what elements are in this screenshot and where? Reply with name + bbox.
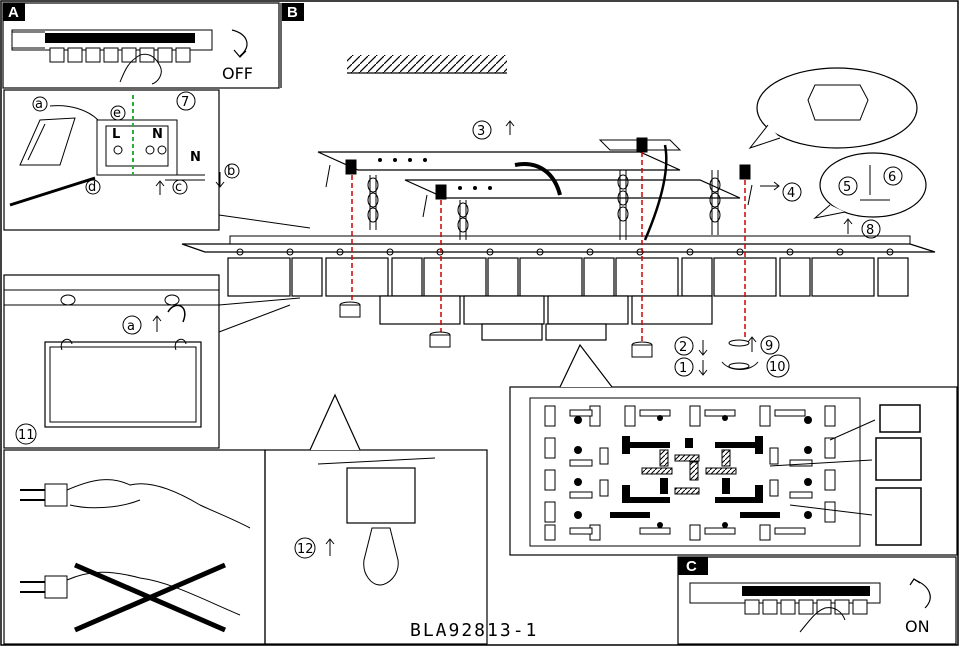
hanger-step-label: 11 bbox=[18, 428, 35, 443]
panel-b-tab-label: B bbox=[287, 4, 298, 21]
wiring-label-e: e bbox=[113, 106, 121, 121]
bulb-icon bbox=[363, 527, 399, 586]
panel-a-switch-off: A OFF bbox=[2, 2, 280, 89]
crystal-layout-panel bbox=[509, 343, 958, 556]
step-5-label: 5 bbox=[843, 180, 851, 195]
step-8-label: 8 bbox=[866, 223, 874, 238]
plug-icon bbox=[20, 489, 45, 501]
step-3-label: 3 bbox=[477, 124, 485, 139]
cross-icon bbox=[74, 562, 226, 633]
alignment-guide-lines bbox=[351, 152, 746, 345]
lamp-shade-icon bbox=[346, 467, 416, 524]
panel-a-tab-label: A bbox=[8, 4, 19, 21]
ceiling-icon bbox=[347, 55, 507, 74]
step-10-label: 10 bbox=[769, 360, 786, 375]
panel-hanging-detail: a 11 bbox=[3, 274, 220, 449]
wire-label-neutral: N bbox=[152, 127, 163, 142]
wire-label-neutral-2: N bbox=[190, 150, 201, 165]
hand-icon bbox=[799, 607, 846, 633]
screwdriver-icon bbox=[9, 176, 96, 207]
plug-icon-wrong bbox=[20, 581, 45, 593]
wiring-label-a: a bbox=[35, 97, 43, 112]
wall-anchor-callout bbox=[748, 67, 918, 149]
panel-a-tab bbox=[3, 3, 25, 21]
screw-detail-callout: 5 6 bbox=[813, 152, 927, 219]
rotate-arrow-icon bbox=[231, 29, 248, 57]
crystal-panel-icon bbox=[44, 341, 202, 428]
chandelier-assembly bbox=[181, 137, 936, 370]
lamp-socket-icon bbox=[339, 301, 653, 358]
mounting-plate-icon bbox=[317, 151, 681, 171]
step-2-label: 2 bbox=[679, 340, 687, 355]
step-1-label: 1 bbox=[679, 361, 687, 376]
panel-c-caption: ON bbox=[905, 617, 930, 636]
panel-c-tab-label: C bbox=[686, 558, 697, 575]
wire-label-live: L bbox=[112, 127, 120, 142]
terminal-block-icon bbox=[689, 582, 881, 615]
mounting-bracket-icon bbox=[19, 117, 76, 166]
panel-b-tab bbox=[282, 3, 304, 21]
step-6-label: 6 bbox=[888, 170, 896, 185]
step-9-label: 9 bbox=[765, 339, 773, 354]
wiring-label-c: c bbox=[175, 180, 182, 195]
bulb-step-label: 12 bbox=[297, 542, 314, 557]
hand-icon bbox=[66, 479, 251, 529]
wiring-step-label: 7 bbox=[181, 95, 189, 110]
step-4-label: 4 bbox=[787, 186, 795, 201]
panel-c-tab bbox=[678, 557, 708, 575]
wiring-detail-panel: L N N a e 7 d c b bbox=[3, 89, 240, 231]
wall-anchor-icon bbox=[807, 84, 869, 121]
bulb-replacement-panel: 12 bbox=[264, 393, 488, 645]
terminal-block-icon bbox=[11, 29, 213, 63]
panel-a-caption: OFF bbox=[222, 64, 253, 83]
wiring-label-b: b bbox=[227, 164, 235, 179]
step-labels: 3 4 8 2 9 1 10 bbox=[472, 120, 881, 378]
model-code: BLA92813-1 bbox=[410, 620, 538, 641]
hanger-sub-label: a bbox=[127, 319, 135, 334]
wiring-label-d: d bbox=[88, 180, 96, 195]
hand-icon bbox=[119, 53, 162, 85]
panel-c-switch-on: C ON bbox=[677, 556, 957, 645]
rotate-arrow-icon bbox=[914, 579, 931, 609]
anchor-screw-icon bbox=[345, 137, 751, 200]
plug-handling-panel bbox=[3, 449, 266, 645]
